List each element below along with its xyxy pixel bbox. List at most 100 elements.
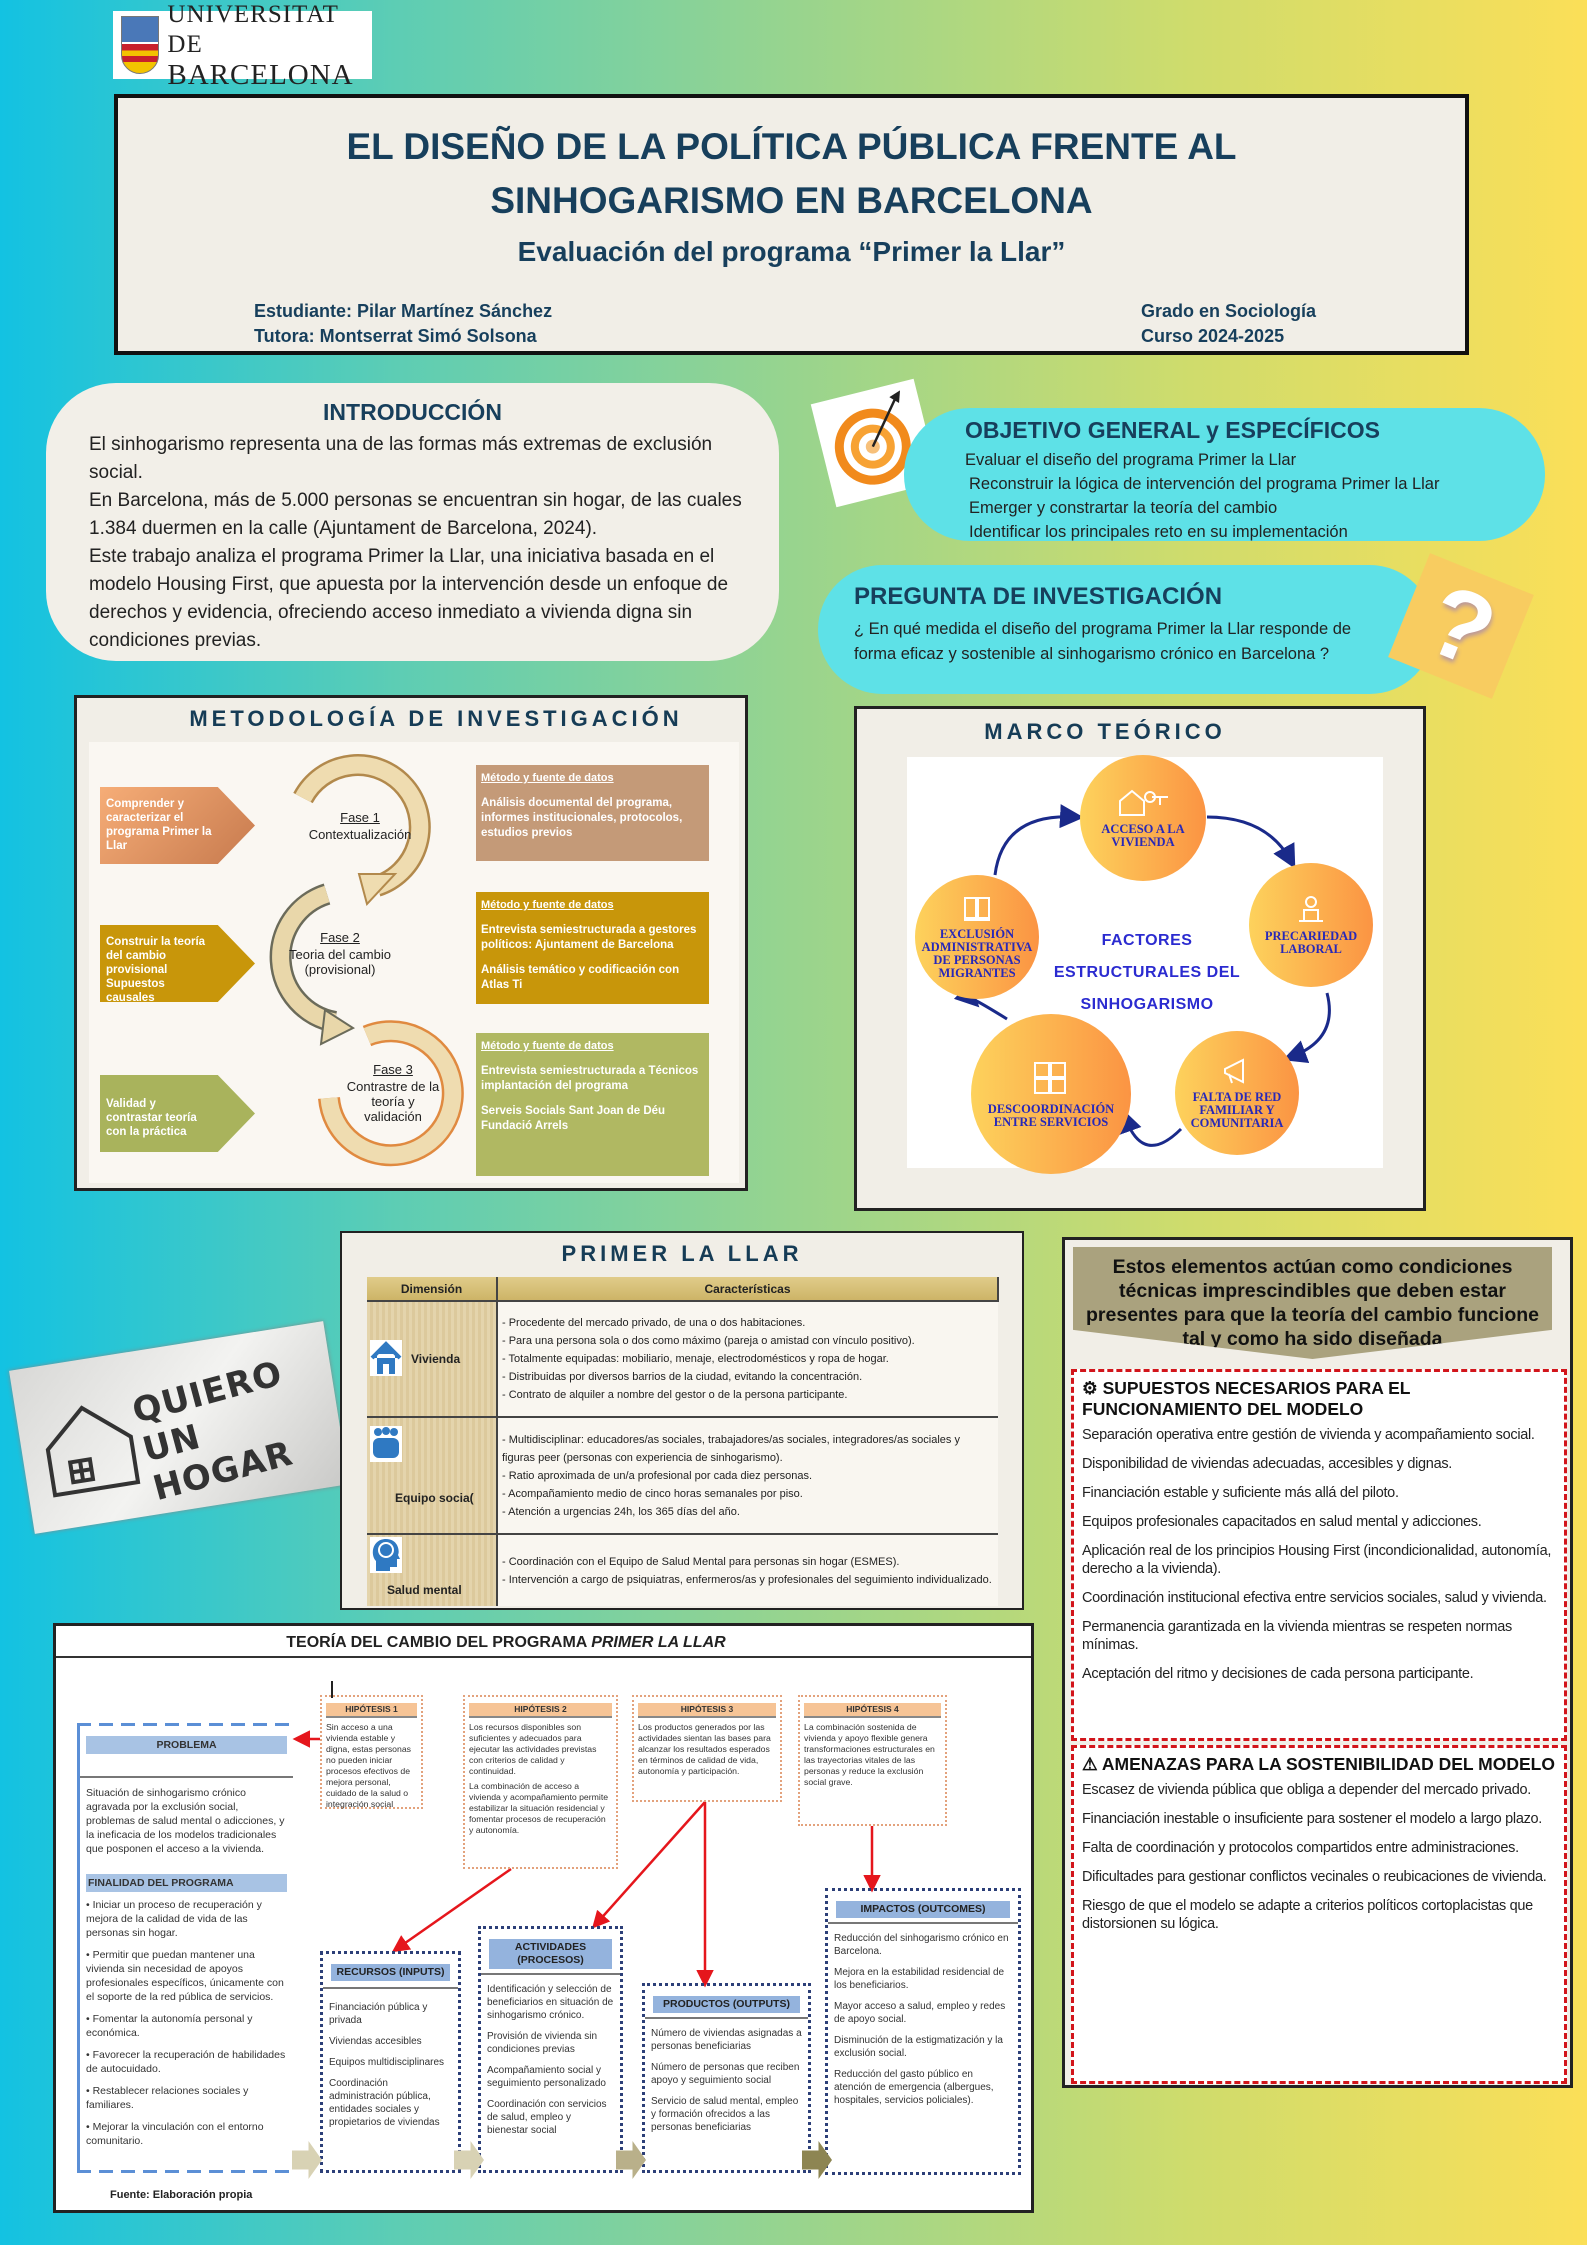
activity-item-list: Identificación y selección de beneficiar… (487, 1983, 614, 2137)
outcome-item: Reducción del gasto público en atención … (834, 2069, 994, 2106)
hypothesis-text-list: La combinación sostenida de vivienda y a… (804, 1722, 941, 1788)
brain-head-icon (370, 1537, 402, 1573)
research-question-heading: PREGUNTA DE INVESTIGACIÓN (854, 583, 1223, 610)
objectives-section: OBJETIVO GENERAL y ESPECÍFICOS Evaluar e… (904, 408, 1545, 541)
theoretical-framework-section: MARCO TEÓRICO ACCESO A LA VIVIENDA PRECA… (854, 706, 1426, 1211)
problem-heading: PROBLEMA (86, 1736, 287, 1754)
factor-housing-access: ACCESO A LA VIVIENDA (1080, 755, 1206, 881)
phase-label: Fase 3 (373, 1062, 413, 1077)
specific-objective: Emerger y constrartar la teoría del camb… (969, 499, 1278, 517)
threat-item: Financiación inestable o insuficiente pa… (1082, 1811, 1543, 1827)
intro-heading: INTRODUCCIÓN (323, 399, 502, 425)
purpose-heading: FINALIDAD DEL PROGRAMA (86, 1874, 287, 1892)
tutor: Tutora: Montserrat Simó Solsona (254, 326, 537, 346)
causal-arrows (292, 1681, 881, 1988)
activity-item: Identificación y selección de beneficiar… (487, 1984, 614, 2021)
phase-3: Fase 3 Contrastre de la teoría y validaci… (345, 1062, 441, 1124)
book-icon (964, 897, 990, 921)
hypothesis-4: HIPÓTESIS 4 La combinación sostenida de v… (798, 1695, 947, 1826)
hypothesis-text: Los productos generados por las activida… (638, 1722, 771, 1776)
outcome-item: Reducción del sinhogarismo crónico en Ba… (834, 1933, 1009, 1957)
problem-box: PROBLEMA Situación de sinhogarismo cróni… (77, 1723, 296, 2173)
target-icon (810, 378, 940, 508)
house-key-icon (1119, 789, 1168, 816)
characteristic-item: - Coordinación con el Equipo de Salud Me… (502, 1555, 900, 1568)
puzzle-icon (1034, 1062, 1066, 1094)
hypothesis-text: Los recursos disponibles son suficientes… (469, 1722, 597, 1776)
team-icon (370, 1426, 402, 1462)
threat-item: Riesgo de que el modelo se adapte a crit… (1082, 1898, 1533, 1932)
table-row: Equipo socia( - Multidisciplinar: educad… (367, 1417, 998, 1535)
method-heading: Método y fuente de datos (481, 899, 614, 911)
method-line: Análisis documental del programa, inform… (481, 797, 683, 839)
phase-label: Fase 1 (340, 810, 380, 825)
characteristic-item: - Contrato de alquiler a nombre del gest… (502, 1389, 848, 1401)
factors-diagram: ACCESO A LA VIVIENDA PRECARIEDAD LABORAL… (907, 755, 1383, 1174)
characteristic-item-list: - Procedente del mercado privado, de una… (497, 1301, 998, 1418)
worker-icon (1299, 896, 1323, 922)
intro-paragraph: En Barcelona, más de 5.000 personas se e… (89, 490, 742, 539)
factor-label: DESCOORDINACIÓN ENTRE SERVICIOS (987, 1102, 1115, 1129)
title-line1: EL DISEÑO DE LA POLÍTICA PÚBLICA FRENTE … (346, 126, 1237, 167)
general-objective: Evaluar el diseño del programa Primer la… (965, 451, 1297, 469)
assumption-item: Coordinación institucional efectiva entr… (1082, 1590, 1547, 1606)
assumptions-heading: SUPUESTOS NECESARIOS PARA EL FUNCIONAMIE… (1082, 1378, 1411, 1419)
output-item-list: Número de viviendas asignadas a personas… (651, 2027, 802, 2134)
characteristic-item: - Ratio aproximada de un/a profesional p… (502, 1469, 813, 1482)
characteristic-item: - Totalmente equipadas: mobiliario, mena… (502, 1353, 889, 1365)
resource-item: Viviendas accesibles (329, 2036, 422, 2047)
characteristic-item: - Multidisciplinar: educadores/as social… (502, 1433, 960, 1464)
course: Curso 2024-2025 (1141, 326, 1285, 346)
activities-heading: ACTIVIDADES (PROCESOS) (489, 1939, 612, 1969)
hypothesis-text-list: Los recursos disponibles son suficientes… (469, 1722, 612, 1836)
toc-title-text: TEORÍA DEL CAMBIO DEL PROGRAMA (286, 1634, 592, 1651)
resource-item: Financiación pública y privada (329, 2002, 428, 2026)
framework-center-text: FACTORES ESTRUCTURALES DEL SINHOGARISMO (1027, 925, 1267, 1021)
outcomes-box: IMPACTOS (OUTCOMES)Reducción del sinhoga… (825, 1888, 1021, 2175)
outcome-item-list: Reducción del sinhogarismo crónico en Ba… (834, 1932, 1012, 2107)
assumption-item: Aceptación del ritmo y decisiones de cad… (1082, 1666, 1474, 1682)
dimension-label: Equipo socia( (395, 1490, 474, 1505)
method-line-list: Análisis documental del programa, inform… (481, 796, 704, 841)
framework-title: MARCO TEÓRICO (984, 719, 1226, 744)
intro-paragraph: Este trabajo analiza el programa Primer … (89, 546, 729, 651)
logo-line1: UNIVERSITAT DE (167, 1, 339, 58)
threat-item-list: Escasez de vivienda pública que obliga a… (1082, 1781, 1556, 1933)
specific-objective: Identificar los principales reto en su i… (969, 523, 1348, 541)
phase-cycle-arrows (269, 754, 464, 1167)
assumption-item: Separación operativa entre gestión de vi… (1082, 1427, 1535, 1443)
outputs-box: PRODUCTOS (OUTPUTS) Número de viviendas a… (642, 1983, 811, 2173)
outcome-item: Disminución de la estigmatización y la e… (834, 2035, 1003, 2059)
phase-label: Fase 2 (320, 930, 360, 945)
column-header: Dimensión (367, 1277, 498, 1302)
dimension-label: Vivienda (411, 1352, 461, 1366)
assumption-item: Disponibilidad de viviendas adecuadas, a… (1082, 1456, 1453, 1472)
hypothesis-heading: HIPÓTESIS 4 (804, 1703, 941, 1718)
characteristic-item-list: - Coordinación con el Equipo de Salud Me… (497, 1534, 998, 1606)
output-item: Número de viviendas asignadas a personas… (651, 2028, 802, 2052)
purpose-item: • Fomentar la autonomía personal y econó… (86, 2013, 253, 2039)
megaphone-icon (1224, 1057, 1244, 1084)
purpose-item-list: • Iniciar un proceso de recuperación y m… (86, 1898, 287, 2148)
purpose-item: • Mejorar la vinculación con el entorno … (86, 2121, 264, 2147)
assumption-item-list: Separación operativa entre gestión de vi… (1082, 1426, 1556, 1683)
threats-heading: AMENAZAS PARA LA SOSTENIBILIDAD DEL MODE… (1101, 1754, 1555, 1774)
outcome-item: Mayor acceso a salud, empleo y redes de … (834, 2001, 1006, 2025)
primer-la-llar-title: PRIMER LA LLAR (561, 1241, 803, 1266)
poster-header: EL DISEÑO DE LA POLÍTICA PÚBLICA FRENTE … (114, 94, 1469, 355)
hypothesis-text-list: Los productos generados por las activida… (638, 1722, 776, 1777)
method-line: Análisis temático y codificación con Atl… (481, 964, 680, 991)
phase-name: Contrastre de la teoría y validación (346, 1079, 440, 1124)
theory-of-change-section: TEORÍA DEL CAMBIO DEL PROGRAMA PRIMER LA… (53, 1623, 1034, 2213)
outputs-heading: PRODUCTOS (OUTPUTS) (653, 1996, 800, 2013)
hypothesis-heading: HIPÓTESIS 2 (469, 1703, 612, 1718)
research-question-text: ¿ En qué medida el diseño del programa P… (854, 620, 1352, 663)
degree: Grado en Sociología (1141, 301, 1317, 321)
hypothesis-text: La combinación sostenida de vivienda y a… (804, 1722, 935, 1787)
characteristic-item: - Acompañamiento medio de cinco horas se… (502, 1487, 803, 1500)
